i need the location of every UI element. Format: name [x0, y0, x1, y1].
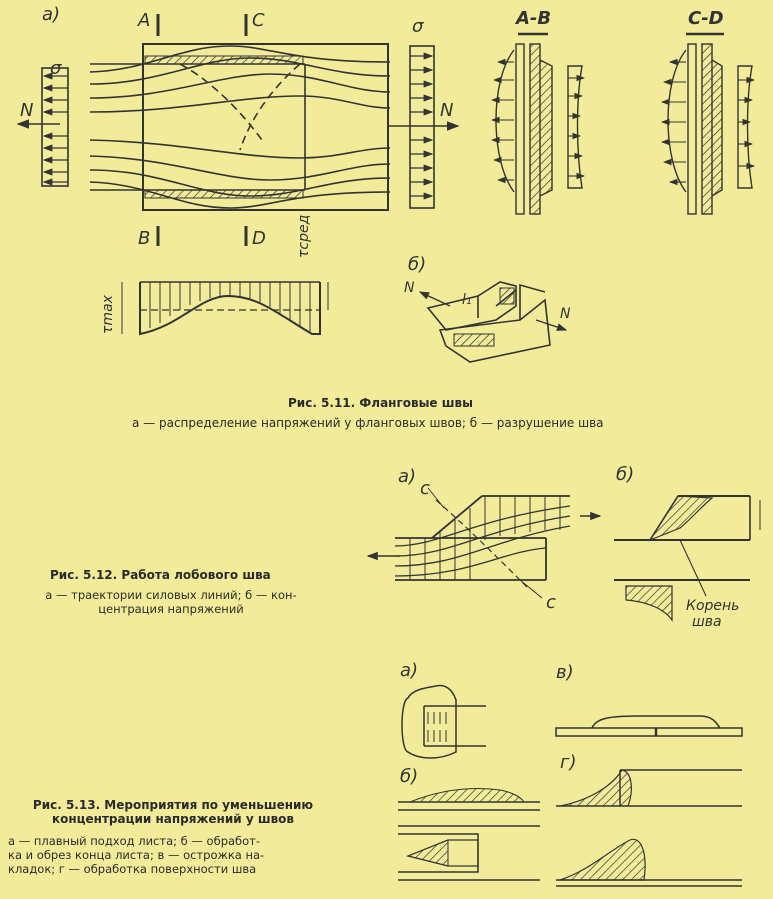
section-ab-drawing	[490, 32, 586, 215]
section-mark-d: D	[252, 228, 266, 249]
fig512-caption: а — траектории силовых линий; б — кон- ц…	[45, 588, 297, 616]
fig512-label-c-bottom: c	[546, 592, 556, 613]
weld-root-label-line2: шва	[692, 614, 722, 630]
section-ab-title: A-B	[516, 8, 552, 29]
fig513-v-drawing	[555, 715, 743, 737]
section-cd-drawing	[660, 32, 756, 215]
weld-root-label-line1: Корень	[686, 598, 740, 614]
fig513-g-drawing	[556, 769, 742, 887]
fig512-label-b: б)	[616, 464, 635, 485]
section-mark-a: A	[138, 10, 151, 31]
fig511-label-b: б)	[408, 254, 427, 275]
fig511-b-drawing	[418, 281, 568, 363]
fig511-label-a: а)	[42, 4, 61, 25]
force-n-left-label: N	[20, 100, 34, 121]
fig512-label-a: а)	[398, 466, 417, 487]
fig512-b-drawing	[614, 495, 761, 622]
fig513-b-drawing	[398, 788, 540, 881]
fig513-label-b: б)	[400, 766, 419, 787]
section-cd-title: C-D	[688, 8, 724, 29]
fig511-a-drawing	[16, 14, 460, 246]
fig513-a-drawing	[401, 684, 486, 759]
sigma-right-label: σ	[412, 16, 424, 37]
fig512-a-drawing	[366, 487, 602, 599]
fig513-caption: а — плавный подход листа; б — обработ- к…	[8, 834, 265, 876]
force-n-right-label: N	[440, 100, 454, 121]
force-n-b-right-label: N	[560, 306, 571, 322]
fig511-title: Рис. 5.11. Фланговые швы	[288, 396, 473, 410]
sigma-left-label: σ	[50, 58, 62, 79]
fig511-tau-diagram	[121, 281, 329, 336]
fig513-label-g: г)	[560, 752, 577, 773]
tau-max-label: τmax	[100, 295, 116, 334]
length-l1-label: l₁	[462, 292, 472, 308]
force-n-b-left-label: N	[404, 280, 415, 296]
section-mark-c: C	[252, 10, 265, 31]
section-mark-b: B	[138, 228, 151, 249]
fig513-label-a: а)	[400, 660, 419, 681]
fig513-label-v: в)	[556, 662, 574, 683]
fig512-title: Рис. 5.12. Работа лобового шва	[50, 568, 271, 582]
fig513-title: Рис. 5.13. Мероприятия по уменьшению кон…	[32, 798, 314, 826]
fig512-label-c-top: c	[420, 478, 430, 499]
tau-mean-label: τсред	[296, 214, 312, 258]
fig511-caption: а — распределение напряжений у фланговых…	[132, 416, 604, 430]
